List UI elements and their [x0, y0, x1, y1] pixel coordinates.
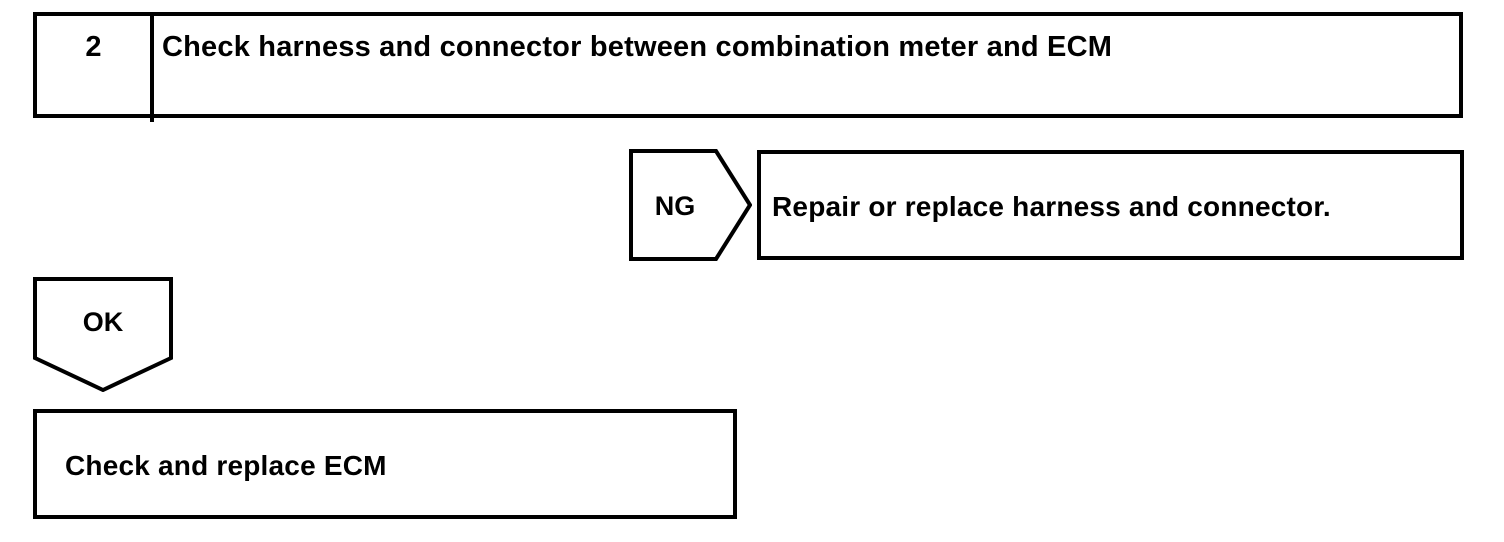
- step-header-divider: [150, 12, 154, 122]
- step-number: 2: [85, 31, 102, 63]
- ng-arrow-shape: [629, 149, 752, 261]
- step-header-box: 2 Check harness and connector between co…: [33, 12, 1463, 122]
- ok-arrow-shape: [33, 277, 173, 392]
- ok-result-box: Check and replace ECM: [33, 409, 737, 519]
- step-title: Check harness and connector between comb…: [162, 31, 1113, 63]
- ng-result-text: Repair or replace harness and connector.: [772, 191, 1331, 222]
- ng-result-box: Repair or replace harness and connector.: [757, 150, 1464, 260]
- ok-result-text: Check and replace ECM: [65, 450, 387, 481]
